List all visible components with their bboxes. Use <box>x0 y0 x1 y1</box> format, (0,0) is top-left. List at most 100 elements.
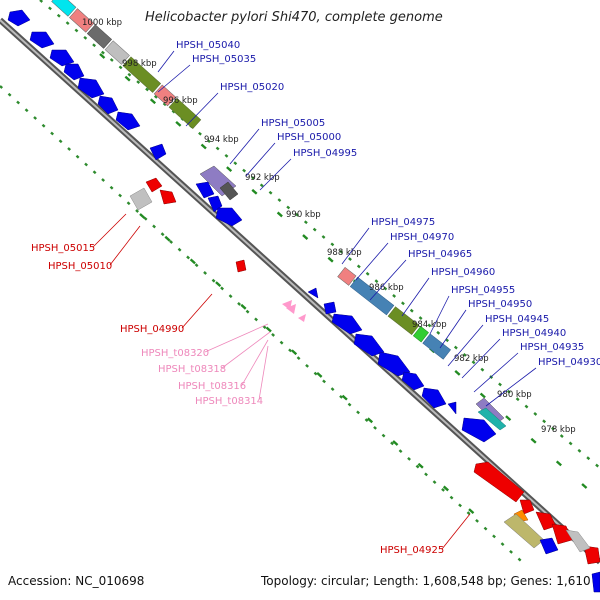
tick-dot <box>24 108 29 113</box>
tick-dot <box>586 456 591 461</box>
gene-label-forward[interactable]: HPSH_05005 <box>261 118 325 129</box>
scale-tick-label: 978 kbp <box>541 425 576 435</box>
scale-tick-label: 994 kbp <box>204 135 239 145</box>
tick-dot <box>143 216 148 221</box>
gene-leader-line <box>401 277 430 317</box>
gene-label-forward[interactable]: HPSH_04950 <box>468 299 532 310</box>
trna-leader-line <box>241 339 269 386</box>
cds-arrow-forward <box>49 49 75 67</box>
tick-dot <box>302 234 309 240</box>
gene-leader-line <box>109 225 141 266</box>
feature-track <box>7 0 600 593</box>
gene-label-forward[interactable]: HPSH_04955 <box>451 285 515 296</box>
gene-label-forward[interactable]: HPSH_04930 <box>538 357 600 368</box>
tick-dot <box>330 242 335 247</box>
tick-dot <box>327 256 334 263</box>
gene-label-reverse[interactable]: HPSH_05015 <box>31 243 95 254</box>
cds-arrow-forward <box>63 63 85 81</box>
cds-arrow-forward <box>115 111 141 131</box>
cds-block-olive <box>387 306 420 335</box>
gene-label-reverse[interactable]: HPSH_05010 <box>48 261 112 272</box>
gene-leader-line <box>441 513 471 550</box>
gene-label-forward[interactable]: HPSH_05000 <box>277 132 341 143</box>
tick-dot <box>392 294 397 298</box>
gene-leader-line <box>355 242 389 281</box>
tick-dot <box>39 0 44 3</box>
tick-dot <box>339 249 344 254</box>
tick-dot <box>99 53 106 59</box>
tick-dot <box>330 387 335 392</box>
tick-dot <box>259 183 264 188</box>
tick-dot <box>454 369 461 376</box>
tick-dot <box>48 6 52 11</box>
cds-arrow-forward <box>149 143 167 161</box>
tick-dot <box>517 557 522 562</box>
gene-leader-line <box>485 367 537 407</box>
tick-dot <box>118 65 123 70</box>
tick-dot <box>271 333 275 337</box>
gene-leader-line <box>229 128 260 165</box>
tick-dot <box>339 394 343 399</box>
tick-dot <box>341 394 348 401</box>
cds-arrow-forward <box>539 537 559 555</box>
tick-dot <box>74 28 79 33</box>
trna-label[interactable]: HPSH_t08316 <box>178 381 246 392</box>
cds-block-steelblue <box>349 276 395 316</box>
tick-dot <box>101 178 106 182</box>
tick-dot <box>175 121 182 127</box>
tick-dot <box>418 316 423 320</box>
tick-dot <box>56 13 61 18</box>
trna-label[interactable]: HPSH_t08320 <box>141 348 209 359</box>
tick-dot <box>65 21 70 25</box>
tick-dot <box>505 415 512 422</box>
gene-label-reverse[interactable]: HPSH_04925 <box>380 545 444 556</box>
tick-dot <box>313 371 318 376</box>
gene-label-forward[interactable]: HPSH_04975 <box>371 217 435 228</box>
gene-label-forward[interactable]: HPSH_05040 <box>176 40 240 51</box>
gene-label-reverse[interactable]: HPSH_04990 <box>120 324 184 335</box>
tick-dot <box>417 462 424 469</box>
tick-dot <box>75 154 80 159</box>
tick-dot <box>160 232 165 237</box>
gene-label-forward[interactable]: HPSH_04945 <box>485 314 549 325</box>
tick-dot <box>509 549 513 554</box>
tick-dot <box>316 372 323 378</box>
tick-dot <box>189 258 196 265</box>
tick-dot <box>33 116 38 120</box>
genome-backbone <box>0 17 600 565</box>
gene-label-forward[interactable]: HPSH_04970 <box>390 232 454 243</box>
cds-arrow-forward <box>7 9 31 27</box>
tick-dot <box>568 441 573 446</box>
tick-dot <box>356 264 361 269</box>
gene-label-forward[interactable]: HPSH_05020 <box>220 82 284 93</box>
tick-dot <box>136 80 141 84</box>
tick-dot <box>200 143 207 150</box>
tick-dot <box>276 211 283 218</box>
gene-label-forward[interactable]: HPSH_04940 <box>502 328 566 339</box>
tick-dot <box>407 456 411 461</box>
gene-label-forward[interactable]: HPSH_04935 <box>520 342 584 353</box>
scale-tick-label: 996 kbp <box>163 96 198 106</box>
cds-arrow-forward <box>331 313 363 335</box>
tick-dot <box>348 257 352 261</box>
tick-dot <box>322 379 326 384</box>
tick-dot <box>145 87 149 92</box>
accession-label: Accession: NC_010698 <box>8 574 145 588</box>
gene-label-forward[interactable]: HPSH_04965 <box>408 249 472 260</box>
tick-dot <box>164 235 171 242</box>
trna-label[interactable]: HPSH_t08314 <box>195 396 263 407</box>
tick-dot <box>441 487 445 492</box>
tick-dot <box>240 303 247 310</box>
gene-label-forward[interactable]: HPSH_04995 <box>293 148 357 159</box>
tick-dot <box>226 166 233 173</box>
cds-arrow-reverse <box>473 461 525 503</box>
tick-dot <box>595 463 599 468</box>
tick-dot <box>279 340 284 345</box>
trna-label[interactable]: HPSH_t08318 <box>158 364 226 375</box>
gene-label-forward[interactable]: HPSH_04960 <box>431 267 495 278</box>
cds-arrow-forward <box>323 301 337 315</box>
tick-dot <box>149 98 157 105</box>
gene-leaders <box>92 50 537 550</box>
gene-label-forward[interactable]: HPSH_05035 <box>192 54 256 65</box>
